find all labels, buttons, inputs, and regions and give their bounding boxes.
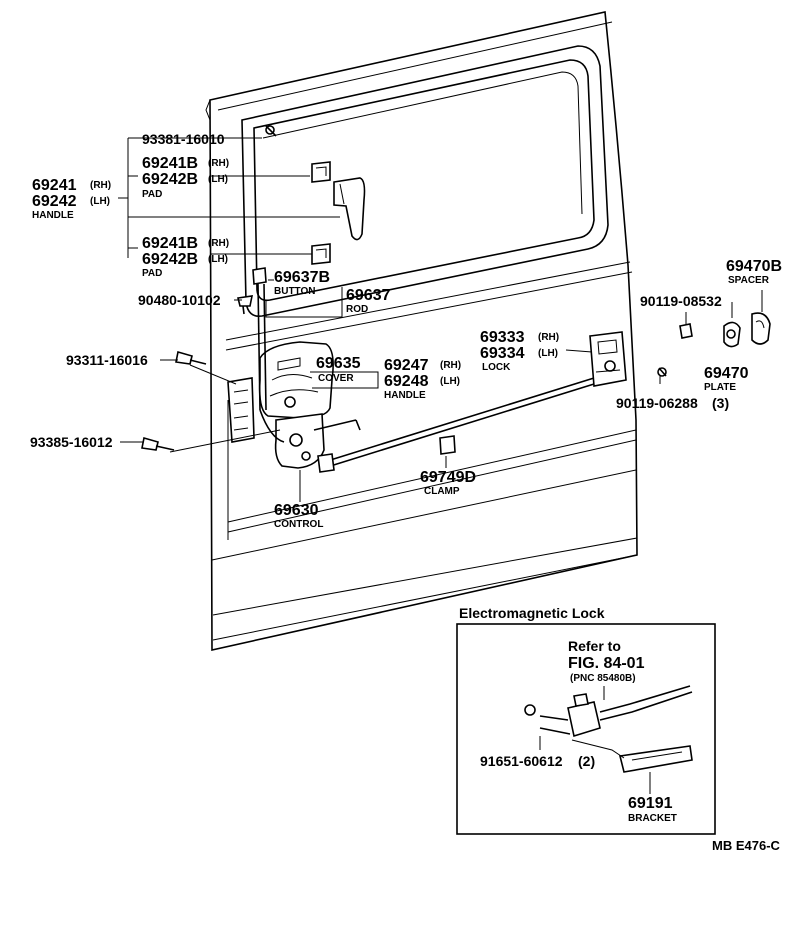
- label-plate: PLATE: [704, 382, 736, 393]
- label-button: BUTTON: [274, 286, 315, 297]
- label-fig-84-01: FIG. 84-01: [568, 655, 645, 672]
- label-69242b-pad-lh-lower: 69242B: [142, 251, 198, 268]
- label-lh: (LH): [208, 254, 228, 265]
- electromagnetic-lock-inset: [456, 623, 716, 835]
- label-93381-16010: 93381-16010: [142, 131, 225, 147]
- label-91651-60612: 91651-60612: [480, 753, 563, 769]
- label-69248-handle-lh: 69248: [384, 373, 429, 390]
- label-93385-16012: 93385-16012: [30, 434, 113, 450]
- label-pad: PAD: [142, 189, 162, 200]
- label-control: CONTROL: [274, 519, 323, 530]
- label-rh: (RH): [208, 158, 229, 169]
- fasteners: [141, 350, 207, 451]
- label-qty-2: (2): [578, 753, 595, 769]
- label-lock: LOCK: [482, 362, 511, 373]
- label-rh: (RH): [208, 238, 229, 249]
- rear-lock: [589, 331, 667, 387]
- label-69470: 69470: [704, 365, 749, 382]
- outside-handle-parts: [265, 125, 366, 265]
- striker-plate-spacer: [679, 312, 771, 348]
- label-69637b: 69637B: [274, 269, 330, 286]
- inside-handle-cover: [258, 341, 334, 419]
- label-90119-06288: 90119-06288: [616, 395, 698, 411]
- label-handle: HANDLE: [32, 210, 74, 221]
- label-rod: ROD: [346, 304, 368, 315]
- label-lh: (LH): [440, 376, 460, 387]
- label-lh: (LH): [538, 348, 558, 359]
- label-69470b: 69470B: [726, 258, 782, 275]
- label-lh: (LH): [208, 174, 228, 185]
- label-69637: 69637: [346, 287, 391, 304]
- label-69749d: 69749D: [420, 469, 476, 486]
- leader-lines: [118, 137, 763, 502]
- label-pnc: (PNC 85480B): [570, 673, 636, 684]
- label-69241b-pad-rh: 69241B: [142, 155, 198, 172]
- label-refer-to: Refer to: [568, 638, 621, 654]
- label-rh: (RH): [90, 180, 111, 191]
- label-93311-16016: 93311-16016: [66, 352, 148, 368]
- label-clamp: CLAMP: [424, 486, 460, 497]
- lock-control-assembly: [227, 377, 595, 473]
- label-handle-inner: HANDLE: [384, 390, 426, 401]
- door-panel: [205, 11, 638, 651]
- label-qty-3: (3): [712, 395, 729, 411]
- label-69242b-pad-lh: 69242B: [142, 171, 198, 188]
- label-69241b-pad-rh-lower: 69241B: [142, 235, 198, 252]
- inset-title: Electromagnetic Lock: [459, 605, 605, 621]
- figure-code: MB E476-C: [712, 838, 781, 853]
- label-90480-10102: 90480-10102: [138, 292, 221, 308]
- label-69242-handle-lh: 69242: [32, 193, 77, 210]
- part-labels: 93381-16010 69241B (RH) 69242B (LH) PAD …: [30, 131, 782, 853]
- label-69630: 69630: [274, 502, 319, 519]
- label-spacer: SPACER: [728, 275, 770, 286]
- label-69191: 69191: [628, 795, 673, 812]
- label-pad-lower: PAD: [142, 268, 162, 279]
- label-69333-lock-rh: 69333: [480, 329, 525, 346]
- label-bracket: BRACKET: [628, 813, 677, 824]
- label-rh: (RH): [538, 332, 559, 343]
- label-69241-handle-rh: 69241: [32, 177, 77, 194]
- label-rh: (RH): [440, 360, 461, 371]
- label-cover: COVER: [318, 373, 354, 384]
- label-69334-lock-lh: 69334: [480, 345, 525, 362]
- label-90119-08532: 90119-08532: [640, 293, 722, 309]
- label-lh: (LH): [90, 196, 110, 207]
- label-69635: 69635: [316, 355, 361, 372]
- label-69247-handle-rh: 69247: [384, 357, 429, 374]
